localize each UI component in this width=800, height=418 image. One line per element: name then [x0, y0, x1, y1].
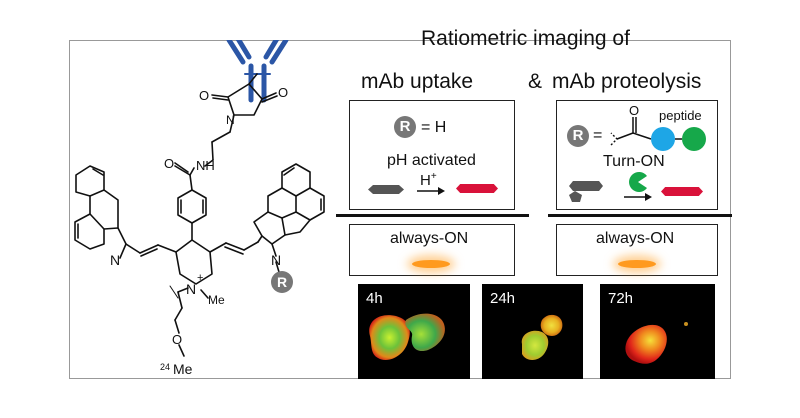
proteolysis-box: R = O peptide Turn-ON [556, 100, 718, 210]
time-label-4h: 4h [366, 290, 383, 307]
reaction-arrow-icon-2 [624, 193, 652, 201]
always-on-label-left: always-ON [390, 230, 469, 247]
cyan-amino-acid [651, 127, 675, 151]
header-mab-uptake: mAb uptake [361, 70, 474, 93]
positive-charge: + [197, 272, 203, 284]
microscopy-panel-72h: 72h [600, 284, 715, 379]
proton-reagent: H+ [420, 171, 437, 189]
microscopy-panel-4h: 4h [358, 284, 470, 379]
separator-left [336, 214, 529, 217]
peg-repeat-count: 24 [160, 362, 170, 372]
r-group-badge-proteolysis: R [567, 125, 589, 147]
n-methyl: Me [208, 293, 225, 307]
oxygen-succinimide-left: O [199, 88, 209, 103]
peptide-label: peptide [659, 108, 702, 123]
peg-methyl: Me [173, 361, 193, 377]
proton-symbol: H [420, 172, 431, 189]
antibody-icon [226, 40, 289, 103]
cleaved-dye-icon [569, 181, 603, 202]
ph-activated-label: pH activated [387, 152, 476, 169]
chemical-structure: O O N NH O N N + Me O 24 Me N R [74, 40, 325, 377]
green-amino-acid [682, 127, 706, 151]
r-group-label: R [277, 274, 287, 290]
activated-dye-icon [456, 184, 498, 193]
oxygen-amide: O [164, 156, 174, 171]
proton-charge: + [430, 171, 437, 182]
r-group-circle [271, 271, 293, 293]
time-label-24h: 24h [490, 290, 516, 307]
turned-on-dye-icon [661, 187, 703, 196]
amide-nh: NH [196, 158, 215, 173]
oxygen-peg: O [172, 332, 182, 347]
figure-title: Ratiometric imaging of [421, 27, 630, 50]
always-on-dye-icon-right [618, 260, 656, 268]
nitrogen-succinimide: N [226, 113, 235, 127]
turn-on-label: Turn-ON [603, 153, 665, 170]
header-mab-proteolysis: mAb proteolysis [552, 70, 702, 93]
always-on-box-left: always-ON [349, 224, 515, 276]
r-group-badge-uptake: R [394, 116, 416, 138]
always-on-box-right: always-ON [556, 224, 718, 276]
nitrogen-indole-left: N [110, 252, 120, 268]
always-on-dye-icon-left [412, 260, 450, 268]
always-on-label-right: always-ON [596, 230, 675, 247]
quenched-dye-icon [368, 185, 404, 194]
nitrogen-indole-right: N [271, 252, 281, 268]
time-label-72h: 72h [608, 290, 634, 307]
r-equals-h: = H [421, 119, 447, 136]
reaction-arrow-icon [417, 187, 445, 195]
carbonyl-oxygen: O [629, 103, 640, 118]
nitrogen-quaternary: N [186, 281, 196, 297]
peptide-linker-icon [610, 117, 706, 151]
header-ampersand: & [528, 70, 543, 93]
separator-right [548, 214, 732, 217]
cell-image-72h [625, 322, 688, 364]
oxygen-succinimide-right: O [278, 85, 288, 100]
cell-image-24h [521, 314, 563, 360]
uptake-box: R = H pH activated H+ [349, 100, 515, 210]
cell-image-4h [369, 313, 445, 361]
microscopy-panel-24h: 24h [482, 284, 583, 379]
cleaved-peptide-icon [629, 172, 647, 192]
r-equals-sign: = [593, 127, 603, 144]
